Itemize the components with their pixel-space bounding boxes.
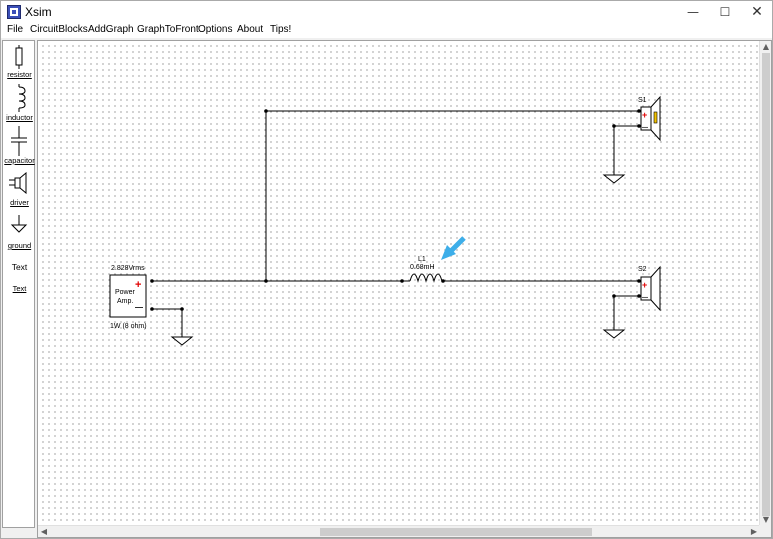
menu-options[interactable]: Options	[198, 24, 233, 35]
scroll-corner	[759, 525, 771, 537]
inductor-value-label: 0.68mH	[410, 264, 435, 271]
amp-minus-terminal: —	[135, 303, 143, 312]
minimize-button[interactable]: —	[687, 5, 699, 19]
maximize-button[interactable]: ☐	[719, 5, 731, 19]
amp-voltage-label: 2.828Vrms	[111, 265, 145, 272]
amp-name-line1: Power	[115, 289, 136, 296]
power-amp[interactable]: 2.828Vrms Power Amp. + — 1W (8 ohm)	[109, 265, 147, 330]
amp-power-label: 1W (8 ohm)	[110, 323, 147, 330]
speaker-s1[interactable]: S2 + —	[638, 265, 661, 312]
vertical-scroll-thumb[interactable]	[762, 53, 770, 516]
palette-driver-label[interactable]: driver	[10, 198, 29, 207]
menu-tips[interactable]: Tips!	[270, 24, 292, 35]
inductor-icon[interactable]	[3, 84, 36, 112]
vertical-scrollbar[interactable]: ▲ ▼	[759, 41, 771, 526]
scroll-up-icon[interactable]: ▲	[762, 42, 770, 51]
inductor-name-label: L1	[418, 256, 426, 263]
menu-addgraph[interactable]: AddGraph	[88, 24, 134, 35]
speaker-s1-plus: +	[642, 280, 647, 290]
palette-capacitor-label[interactable]: capacitor	[4, 156, 35, 165]
speaker-s2-minus: —	[642, 125, 648, 131]
speaker-s1-minus: —	[642, 295, 648, 301]
scroll-down-icon[interactable]: ▼	[762, 515, 770, 524]
capacitor-icon[interactable]	[3, 126, 36, 156]
schematic-drawing: 2.828Vrms Power Amp. + — 1W (8 ohm)	[109, 95, 661, 346]
palette-text-label[interactable]: Text	[12, 284, 27, 293]
schematic-canvas-area: 2.828Vrms Power Amp. + — 1W (8 ohm)	[37, 40, 772, 538]
resistor-icon[interactable]	[3, 45, 36, 69]
palette-text-preview[interactable]: Text	[11, 262, 28, 272]
schematic-canvas[interactable]: 2.828Vrms Power Amp. + — 1W (8 ohm)	[38, 41, 760, 526]
highlight-arrow-icon	[441, 236, 466, 260]
speaker-s1-name: S2	[638, 266, 647, 273]
ground-amp-icon[interactable]	[170, 336, 194, 346]
horizontal-scrollbar[interactable]: ◀ ▶	[38, 525, 760, 537]
close-button[interactable]: ✕	[751, 4, 763, 20]
palette-inductor-label[interactable]: inductor	[6, 113, 33, 122]
speaker-s2-name: S1	[638, 97, 647, 104]
menu-bar: File CircuitBlocks AddGraph GraphToFront…	[1, 23, 772, 38]
speaker-s2[interactable]: S1 + —	[638, 95, 661, 142]
inductor-coil	[409, 273, 443, 283]
xsim-app-icon	[7, 5, 21, 19]
ground-s2-icon[interactable]	[602, 174, 626, 184]
menu-circuitblocks[interactable]: CircuitBlocks	[30, 24, 88, 35]
menu-graphtofront[interactable]: GraphToFront	[137, 24, 199, 35]
palette-ground-label[interactable]: ground	[7, 241, 32, 250]
amp-plus-terminal: +	[135, 279, 141, 291]
ground-s1-icon[interactable]	[602, 329, 626, 339]
title-bar: Xsim — ☐ ✕	[1, 1, 772, 23]
driver-speaker-icon[interactable]	[3, 172, 36, 194]
palette-resistor-label[interactable]: resistor	[7, 70, 32, 79]
ground-icon[interactable]	[3, 215, 36, 235]
window-title: Xsim	[25, 5, 52, 19]
menu-about[interactable]: About	[237, 24, 264, 35]
speaker-s2-plus: +	[642, 110, 647, 120]
menu-file[interactable]: File	[7, 24, 24, 35]
amp-name-line2: Amp.	[117, 298, 133, 305]
component-palette: resistor inductor capacitor driver groun…	[2, 40, 35, 528]
scroll-left-icon[interactable]: ◀	[40, 527, 48, 536]
scroll-right-icon[interactable]: ▶	[750, 527, 758, 536]
horizontal-scroll-thumb[interactable]	[320, 528, 592, 536]
inductor-l1[interactable]: L1 0.68mH	[410, 256, 435, 271]
